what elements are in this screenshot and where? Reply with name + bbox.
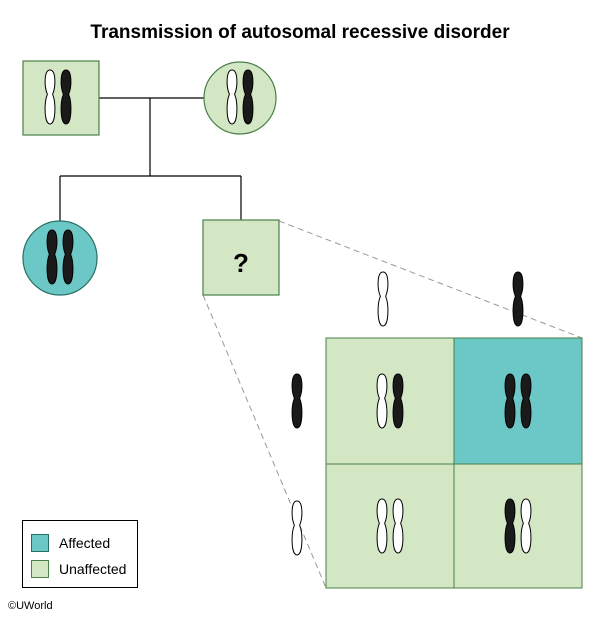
father-left-normal-chromosome (44, 69, 56, 125)
punnett-chromosomes (376, 373, 532, 554)
unknown-child-square (202, 219, 280, 296)
father-chromosomes (44, 69, 72, 125)
zoom-line-bottom (202, 294, 327, 589)
punnett-cell-1-2 (453, 337, 583, 465)
punnett-row-1-mutant-chromosome (291, 373, 303, 429)
punnett-cell-2-2-left-mutant-chromosome (504, 498, 516, 554)
punnett-square (325, 337, 583, 589)
question-mark: ? (233, 248, 249, 278)
legend-affected-swatch (31, 534, 49, 552)
punnett-row-2-normal-chromosome (291, 500, 303, 556)
mother-right-mutant-chromosome (242, 69, 254, 125)
zoom-line-top (278, 220, 583, 339)
mother-circle (203, 61, 277, 135)
punnett-column-1-normal-chromosome (377, 271, 389, 327)
punnett-cell-2-2 (453, 463, 583, 589)
affected-child-left-mutant-chromosome (46, 229, 58, 285)
punnett-cell-1-2-right-mutant-chromosome (520, 373, 532, 429)
zoom-lines (202, 220, 583, 589)
legend-affected-label: Affected (59, 535, 111, 551)
affected-child-circle (22, 220, 98, 296)
father-right-mutant-chromosome (60, 69, 72, 125)
punnett-cell-1-1-right-mutant-chromosome (392, 373, 404, 429)
legend-unaffected-label: Unaffected (59, 561, 127, 577)
legend-affected-row: Affected (31, 533, 110, 553)
copyright: ©UWorld (8, 600, 53, 612)
mother-left-normal-chromosome (226, 69, 238, 125)
father-square (22, 60, 100, 136)
legend: Affected Unaffected (22, 520, 138, 588)
punnett-cell-1-2-left-mutant-chromosome (504, 373, 516, 429)
punnett-cell-1-1 (325, 337, 455, 465)
punnett-cell-2-1-right-normal-chromosome (392, 498, 404, 554)
legend-unaffected-row: Unaffected (31, 559, 126, 579)
affected-child-chromosomes (46, 229, 74, 285)
punnett-column-2-mutant-chromosome (512, 271, 524, 327)
punnett-cell-2-1-left-normal-chromosome (376, 498, 388, 554)
legend-unaffected-swatch (31, 560, 49, 578)
punnett-cell-1-1-left-normal-chromosome (376, 373, 388, 429)
punnett-cell-2-1 (325, 463, 455, 589)
mother-chromosomes (226, 69, 254, 125)
punnett-header-chromosomes (291, 271, 524, 556)
punnett-cell-2-2-right-normal-chromosome (520, 498, 532, 554)
affected-child-right-mutant-chromosome (62, 229, 74, 285)
pedigree-lines (59, 97, 242, 222)
diagram-title: Transmission of autosomal recessive diso… (90, 22, 510, 43)
